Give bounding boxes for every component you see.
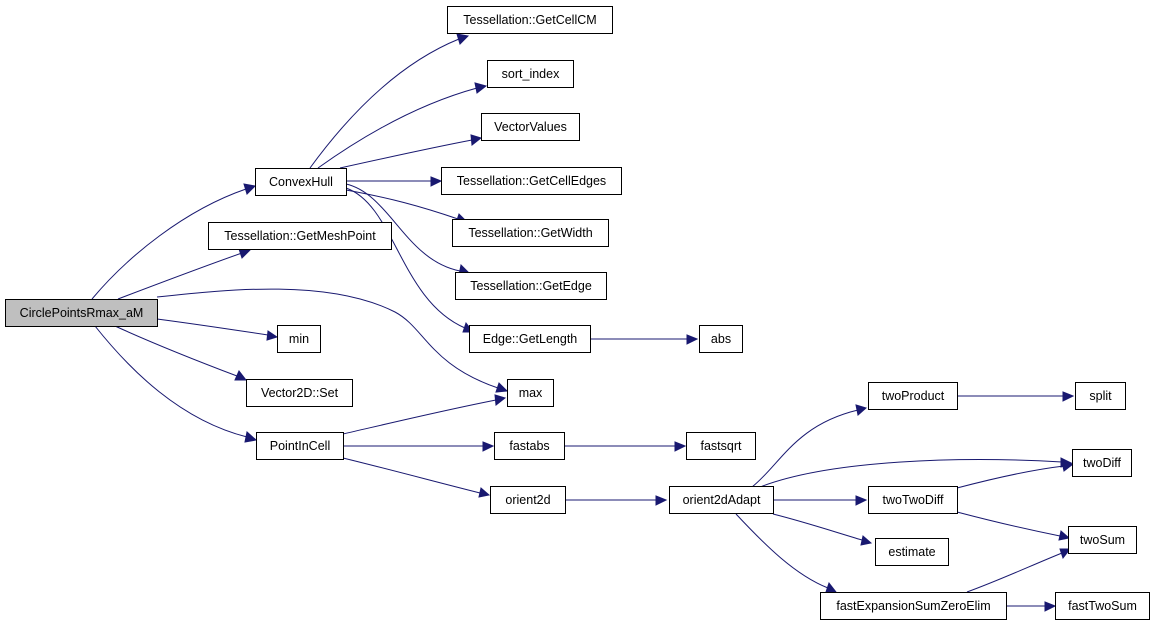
- node-get-cell-cm[interactable]: Tessellation::GetCellCM: [447, 6, 613, 34]
- node-min[interactable]: min: [277, 325, 321, 353]
- node-label: estimate: [888, 545, 935, 559]
- node-label: fastsqrt: [701, 439, 743, 453]
- node-label: fastabs: [509, 439, 549, 453]
- edge-fast-expansion-sum-zero-elim-to-fast-two-sum: [1006, 601, 1057, 612]
- edge-convex-hull-to-vector-values: [339, 134, 483, 169]
- node-fastsqrt[interactable]: fastsqrt: [686, 432, 756, 460]
- node-get-width[interactable]: Tessellation::GetWidth: [452, 219, 609, 247]
- edge-point-in-cell-to-max: [342, 394, 507, 435]
- node-label: Tessellation::GetCellCM: [463, 13, 596, 27]
- node-label: Tessellation::GetMeshPoint: [224, 229, 376, 243]
- node-two-two-diff[interactable]: twoTwoDiff: [868, 486, 958, 514]
- edge-edge-get-length-to-abs: [591, 334, 699, 345]
- node-abs[interactable]: abs: [699, 325, 743, 353]
- edge-point-in-cell-to-fastabs: [342, 441, 495, 452]
- node-get-mesh-point[interactable]: Tessellation::GetMeshPoint: [208, 222, 392, 250]
- nodes: CirclePointsRmax_aM ConvexHull Tessellat…: [5, 6, 1150, 620]
- edge-fastabs-to-fastsqrt: [563, 441, 687, 452]
- node-get-edge[interactable]: Tessellation::GetEdge: [455, 272, 607, 300]
- node-sort-index[interactable]: sort_index: [487, 60, 574, 88]
- edge-orient2d-adapt-to-two-two-diff: [772, 495, 868, 506]
- edge-convex-hull-to-get-cell-edges: [345, 176, 443, 187]
- node-label: CirclePointsRmax_aM: [20, 306, 144, 320]
- node-split[interactable]: split: [1075, 382, 1126, 410]
- node-point-in-cell[interactable]: PointInCell: [256, 432, 344, 460]
- node-edge-get-length[interactable]: Edge::GetLength: [469, 325, 591, 353]
- node-max[interactable]: max: [507, 379, 554, 407]
- node-vector2d-set[interactable]: Vector2D::Set: [246, 379, 353, 407]
- node-label: twoTwoDiff: [883, 493, 944, 507]
- edge-fast-expansion-sum-zero-elim-to-two-sum: [966, 548, 1072, 593]
- node-label: Edge::GetLength: [483, 332, 578, 346]
- node-label: Vector2D::Set: [261, 386, 339, 400]
- node-fast-expansion-sum-zero-elim[interactable]: fastExpansionSumZeroElim: [820, 592, 1007, 620]
- edge-two-product-to-split: [956, 391, 1075, 402]
- edge-two-two-diff-to-two-diff: [956, 461, 1075, 489]
- edge-circle-points-rmax-to-get-mesh-point: [117, 248, 252, 300]
- node-label: ConvexHull: [269, 175, 333, 189]
- node-two-diff[interactable]: twoDiff: [1072, 449, 1132, 477]
- edge-circle-points-rmax-to-point-in-cell: [94, 325, 258, 443]
- edge-circle-points-rmax-to-max: [156, 288, 509, 393]
- node-label: max: [519, 386, 543, 400]
- node-circle-points-rmax[interactable]: CirclePointsRmax_aM: [5, 299, 158, 327]
- node-label: Tessellation::GetCellEdges: [457, 174, 606, 188]
- node-label: VectorValues: [494, 120, 567, 134]
- node-vector-values[interactable]: VectorValues: [481, 113, 580, 141]
- edge-orient2d-adapt-to-fast-expansion-sum-zero-elim: [735, 513, 838, 593]
- node-orient2d-adapt[interactable]: orient2dAdapt: [669, 486, 774, 514]
- node-label: Tessellation::GetEdge: [470, 279, 592, 293]
- node-two-product[interactable]: twoProduct: [868, 382, 958, 410]
- node-label: min: [289, 332, 309, 346]
- edge-orient2d-to-orient2d-adapt: [564, 495, 668, 506]
- node-label: fastTwoSum: [1068, 599, 1137, 613]
- node-label: Tessellation::GetWidth: [468, 226, 592, 240]
- edges: [91, 33, 1075, 612]
- edge-convex-hull-to-edge-get-length: [345, 187, 475, 333]
- node-label: orient2dAdapt: [683, 493, 761, 507]
- node-label: fastExpansionSumZeroElim: [836, 599, 990, 613]
- node-estimate[interactable]: estimate: [875, 538, 949, 566]
- edge-point-in-cell-to-orient2d: [342, 457, 491, 498]
- edge-circle-points-rmax-to-min: [156, 318, 279, 341]
- node-two-sum[interactable]: twoSum: [1068, 526, 1137, 554]
- node-label: PointInCell: [270, 439, 330, 453]
- edge-orient2d-adapt-to-two-product: [751, 404, 868, 488]
- node-convex-hull[interactable]: ConvexHull: [255, 168, 347, 196]
- node-orient2d[interactable]: orient2d: [490, 486, 566, 514]
- node-label: orient2d: [505, 493, 550, 507]
- edge-circle-points-rmax-to-vector2d-set: [114, 325, 248, 381]
- edge-convex-hull-to-sort-index: [317, 82, 488, 169]
- edge-convex-hull-to-get-cell-cm: [309, 33, 470, 169]
- edge-orient2d-adapt-to-estimate: [772, 513, 873, 546]
- edge-two-two-diff-to-two-sum: [956, 511, 1071, 541]
- node-label: abs: [711, 332, 731, 346]
- node-fast-two-sum[interactable]: fastTwoSum: [1055, 592, 1150, 620]
- edge-circle-points-rmax-to-convex-hull: [91, 183, 257, 300]
- node-label: twoDiff: [1083, 456, 1122, 470]
- node-fastabs[interactable]: fastabs: [494, 432, 565, 460]
- node-label: twoSum: [1080, 533, 1125, 547]
- node-label: split: [1089, 389, 1112, 403]
- node-get-cell-edges[interactable]: Tessellation::GetCellEdges: [441, 167, 622, 195]
- node-label: sort_index: [502, 67, 560, 81]
- node-label: twoProduct: [882, 389, 945, 403]
